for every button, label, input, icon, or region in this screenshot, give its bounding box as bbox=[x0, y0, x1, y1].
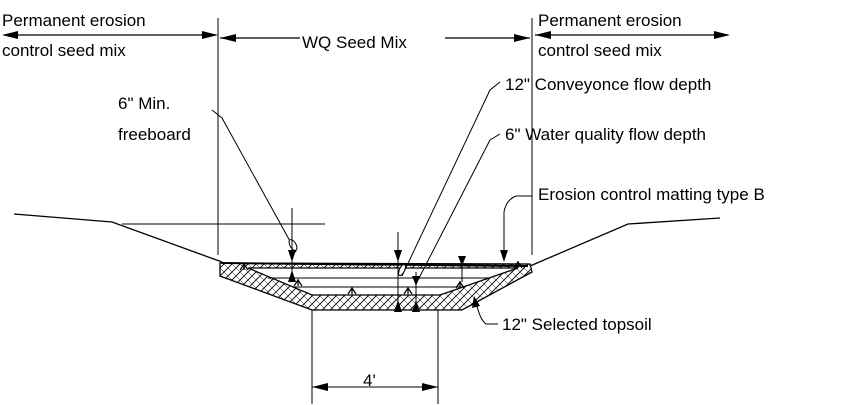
right-seed-label-line1: Permanent erosion bbox=[538, 11, 682, 30]
right-seed-label-line2: control seed mix bbox=[538, 41, 662, 60]
right-extent-arrow bbox=[535, 31, 730, 39]
freeboard-label-line2: freeboard bbox=[118, 125, 191, 144]
matting-leader bbox=[458, 195, 532, 282]
left-seed-label-line2: control seed mix bbox=[2, 41, 126, 60]
matting-label: Erosion control matting type B bbox=[538, 185, 765, 204]
topsoil-label: 12" Selected topsoil bbox=[502, 315, 652, 334]
grass-tufts bbox=[239, 261, 523, 295]
freeboard-leader bbox=[211, 109, 298, 282]
topsoil-leader bbox=[472, 296, 498, 325]
bottom-width-dimension bbox=[311, 310, 439, 404]
freeboard-water-line bbox=[221, 262, 529, 267]
freeboard-label-line1: 6" Min. bbox=[118, 94, 170, 113]
existing-ground-line bbox=[13, 213, 223, 263]
conveyance-leader bbox=[394, 81, 501, 312]
center-extent-arrow bbox=[220, 34, 530, 42]
channel-surface bbox=[247, 267, 519, 296]
conveyance-depth-label: 12" Conveyonce flow depth bbox=[505, 75, 711, 94]
existing-ground-line-right bbox=[529, 217, 721, 267]
wq-seed-mix-label: WQ Seed Mix bbox=[302, 33, 407, 52]
left-seed-label-line1: Permanent erosion bbox=[2, 11, 146, 30]
left-extent-arrow bbox=[2, 31, 218, 39]
water-quality-leader bbox=[412, 133, 501, 312]
water-quality-depth-label: 6" Water quality flow depth bbox=[505, 125, 706, 144]
bottom-width-label: 4' bbox=[363, 371, 376, 390]
